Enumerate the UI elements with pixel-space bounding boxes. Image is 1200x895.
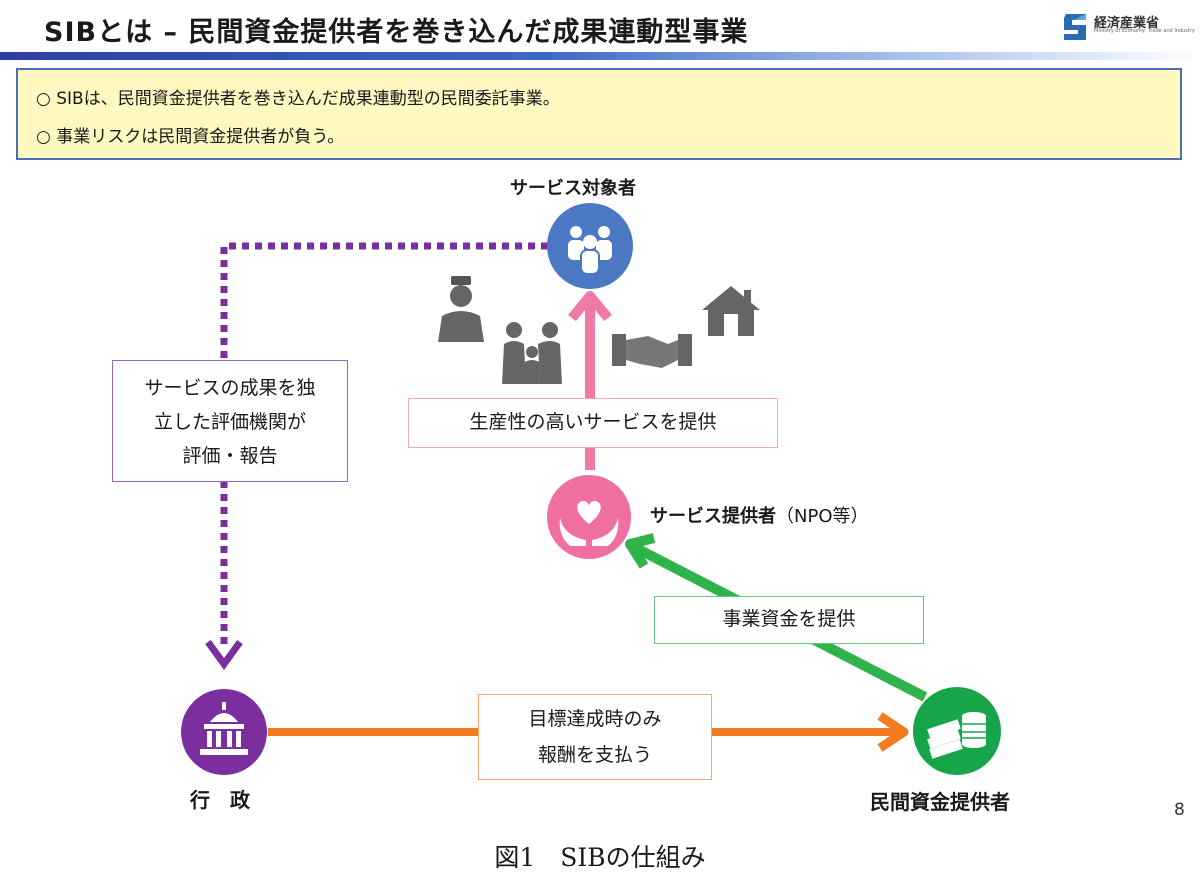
summary-line-2: ○ 事業リスクは民間資金提供者が負う。: [36, 122, 344, 147]
evaluation-arrow-head: [205, 639, 243, 670]
house-icon: [702, 286, 760, 336]
figure-caption: 図1 SIBの仕組み: [494, 843, 706, 872]
meti-logo: [1064, 14, 1086, 40]
summary-text-1: SIBは、民間資金提供者を巻き込んだ成果連動型の民間委託事業。: [56, 89, 560, 109]
page-number: 8: [1174, 800, 1185, 820]
page-title: SIBとは – 民間資金提供者を巻き込んだ成果連動型事業: [44, 17, 749, 48]
bullet-circle: ○: [36, 127, 51, 147]
family-icon: [502, 322, 562, 384]
evaluation-label-box: サービスの成果を独 立した評価機関が 評価・報告: [112, 360, 348, 482]
private-funder-label: 民間資金提供者: [870, 790, 1010, 814]
provide-service-arrow-head: [568, 291, 612, 322]
money-stack-icon: [913, 687, 1001, 775]
summary-box: ○ SIBは、民間資金提供者を巻き込んだ成果連動型の民間委託事業。 ○ 事業リス…: [16, 68, 1182, 160]
service-provider-label-group: サービス提供者（NPO等）: [650, 502, 869, 528]
hands-heart-icon: [547, 475, 631, 559]
bullet-circle: ○: [36, 89, 51, 109]
provide-funds-label: 事業資金を提供: [722, 608, 856, 630]
service-provider-label: サービス提供者: [650, 506, 776, 527]
provide-funds-arrow-head: [625, 533, 656, 569]
evaluation-line-2: 立した評価機関が: [153, 411, 306, 433]
pay-on-outcome-label-box: 目標達成時のみ 報酬を支払う: [478, 694, 712, 780]
people-group-icon: [547, 203, 633, 289]
provide-service-label: 生産性の高いサービスを提供: [469, 411, 717, 433]
summary-line-1: ○ SIBは、民間資金提供者を巻き込んだ成果連動型の民間委託事業。: [36, 84, 560, 109]
pay-line-1: 目標達成時のみ: [528, 708, 662, 730]
summary-text-2: 事業リスクは民間資金提供者が負う。: [56, 127, 345, 147]
evaluation-arrow-line: [220, 242, 548, 650]
logo-subtext: Ministry of Economy, Trade and Industry: [1094, 28, 1195, 34]
pay-line-2: 報酬を支払う: [537, 744, 652, 766]
government-building-icon: [181, 689, 267, 775]
handshake-icon: [612, 334, 692, 368]
service-target-label: サービス対象者: [510, 178, 636, 199]
logo-text: 経済産業省: [1094, 16, 1160, 31]
service-provider-suffix: （NPO等）: [776, 506, 869, 527]
pay-arrow-head: [877, 712, 909, 752]
nurse-icon: [438, 276, 484, 342]
provide-funds-label-box: 事業資金を提供: [654, 596, 924, 644]
provide-service-label-box: 生産性の高いサービスを提供: [408, 398, 778, 448]
evaluation-line-3: 評価・報告: [182, 445, 278, 467]
evaluation-line-1: サービスの成果を独: [144, 377, 316, 399]
government-label: 行 政: [190, 788, 250, 812]
title-underline: [0, 52, 1200, 60]
